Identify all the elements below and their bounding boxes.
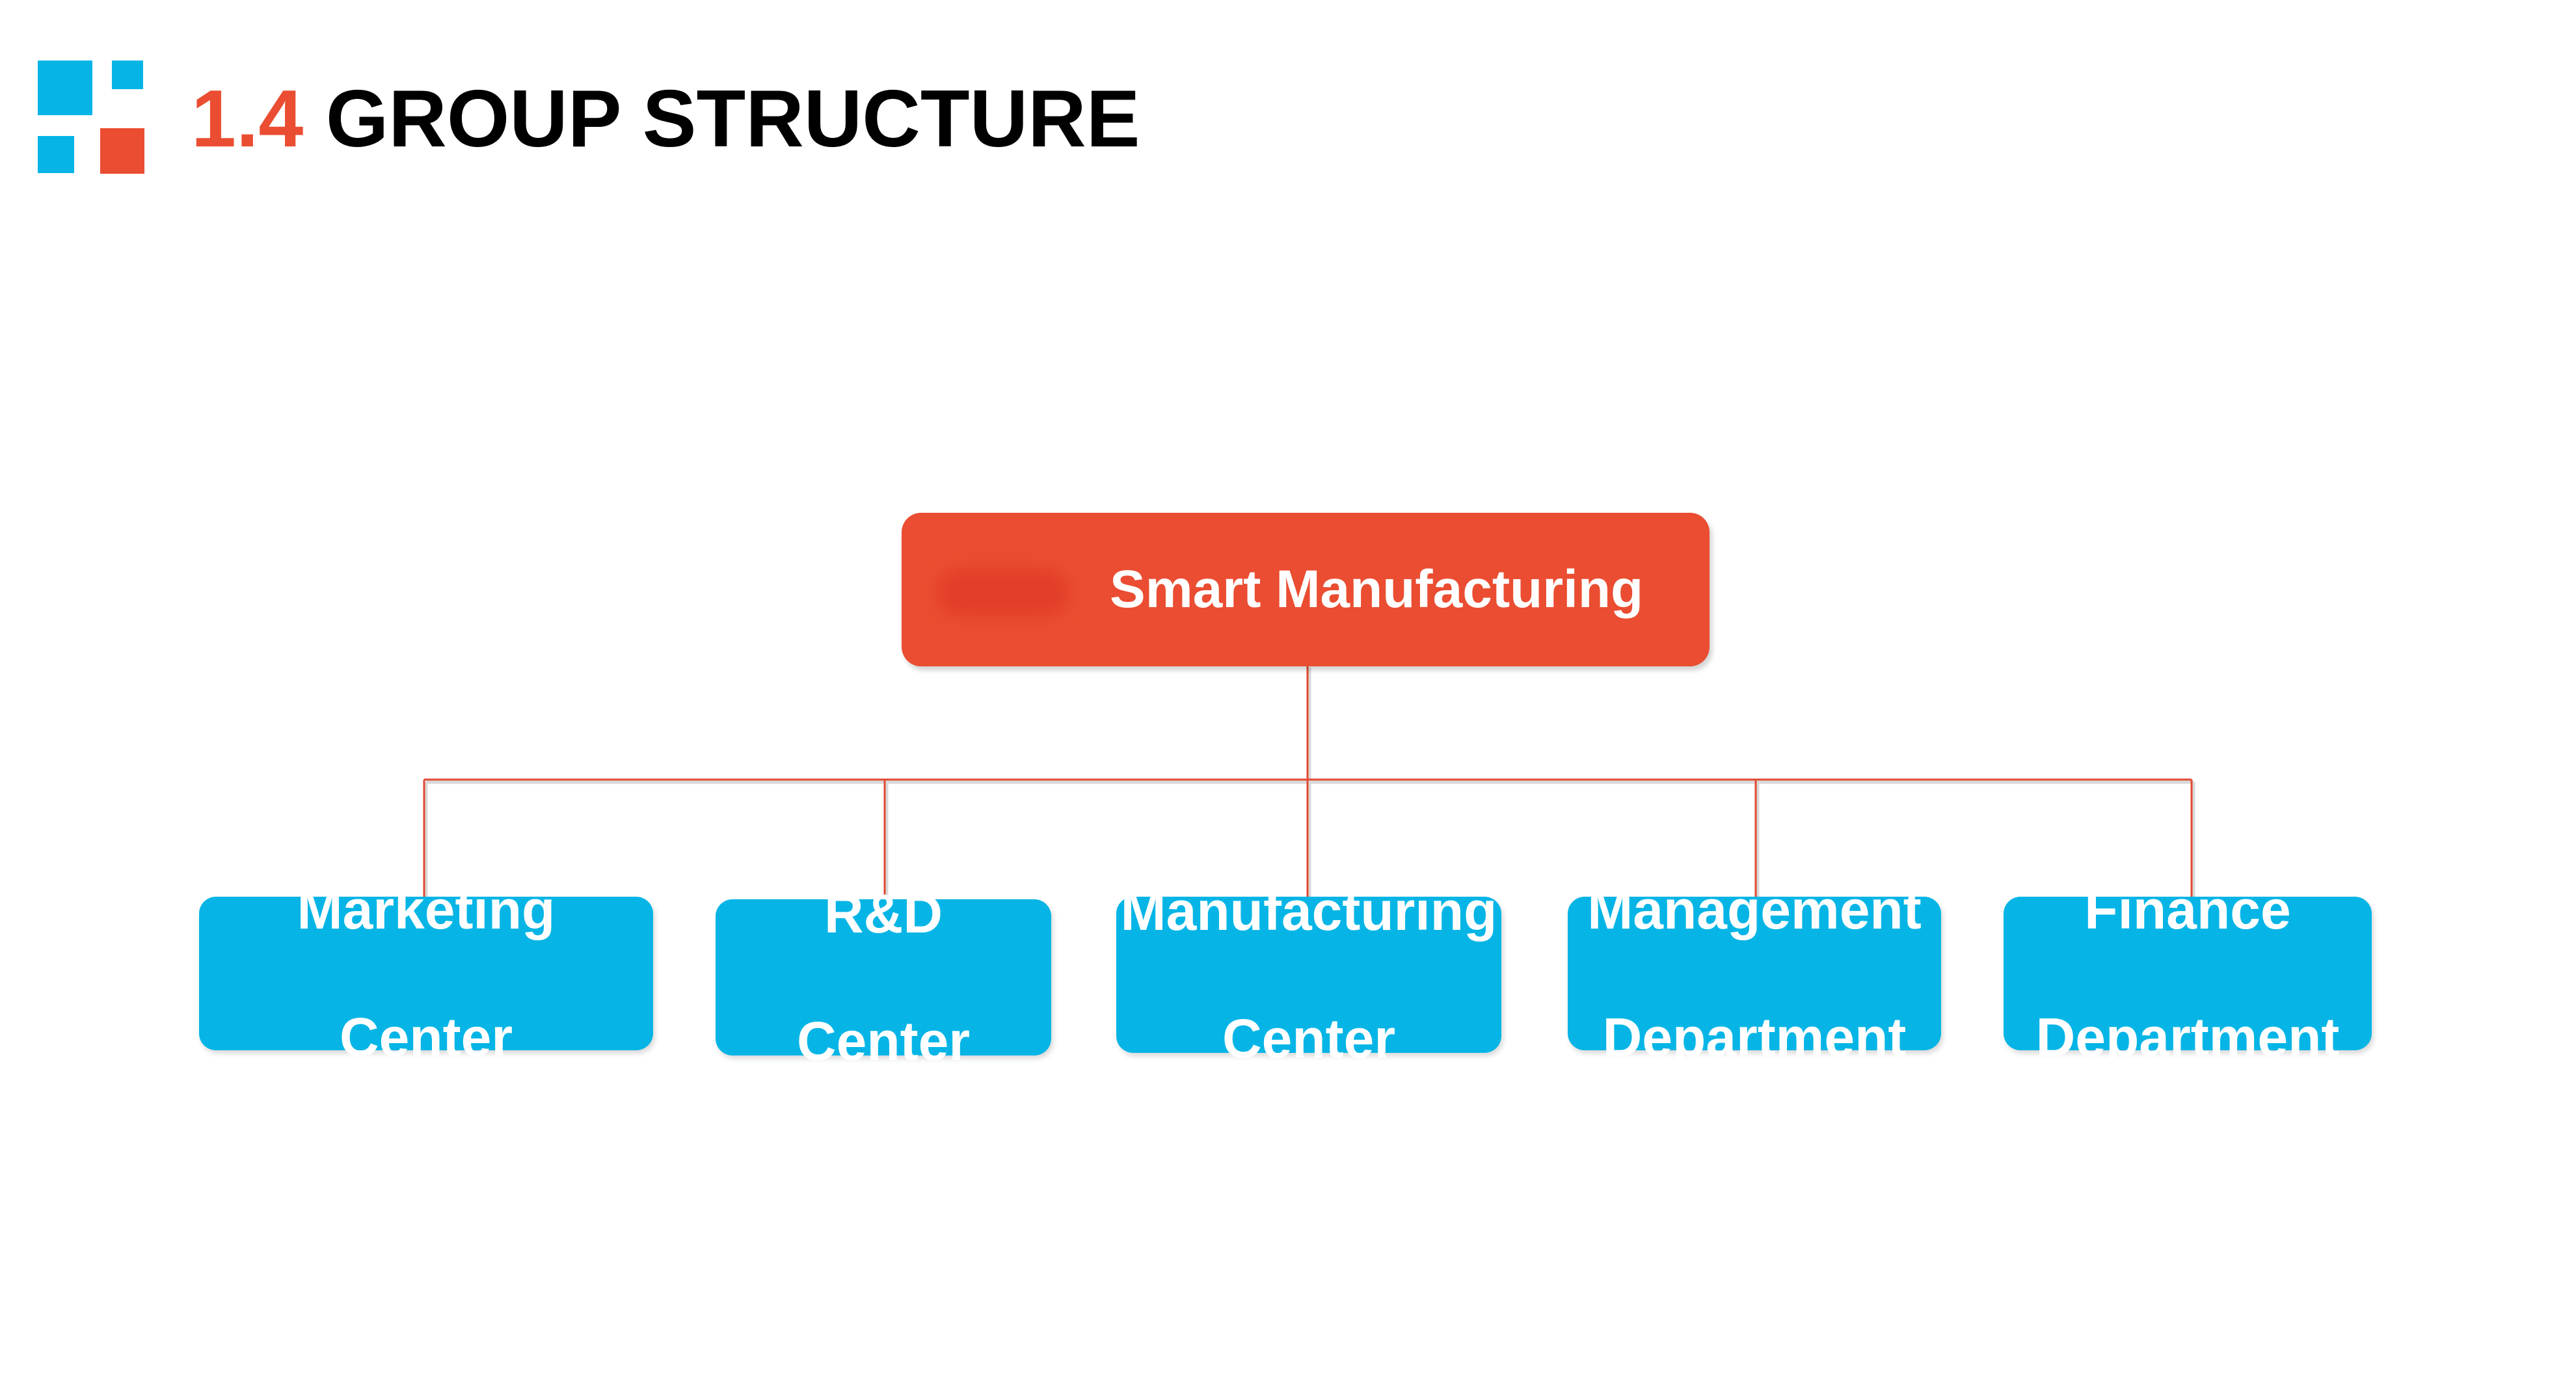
org-node-label-line2: Center xyxy=(339,1007,513,1068)
org-node-root: Smart Manufacturing xyxy=(902,513,1710,666)
org-node-label-line2: Department xyxy=(2035,1007,2340,1068)
org-node-root-label: Smart Manufacturing xyxy=(1110,560,1644,619)
org-node-rd-center: R&D Center xyxy=(716,883,1051,1072)
blurred-logo xyxy=(938,570,1068,616)
logo-icon xyxy=(38,61,144,174)
org-node-label-line2: Department xyxy=(1602,1007,1907,1068)
org-node-label-line2: Center xyxy=(1222,1008,1396,1069)
org-node-label-line2: Center xyxy=(796,1011,971,1072)
section-title: GROUP STRUCTURE xyxy=(325,74,1140,164)
org-node-label-line1: Management xyxy=(1587,879,1922,940)
section-number: 1.4 xyxy=(191,74,304,164)
logo-square-blue-small xyxy=(112,61,143,89)
org-node-marketing-center: Marketing Center xyxy=(199,879,653,1068)
org-node-manufacturing-center: Manufacturing Center xyxy=(1116,880,1501,1069)
logo-square-blue-bottom xyxy=(38,136,74,173)
org-node-management-department: Management Department xyxy=(1568,879,1941,1068)
logo-square-blue-large xyxy=(38,61,92,115)
org-node-label-line1: Finance xyxy=(2084,879,2291,940)
org-node-finance-department: Finance Department xyxy=(2004,879,2372,1068)
page-title: 1.4 GROUP STRUCTURE xyxy=(191,70,1140,168)
org-node-label-line1: Manufacturing xyxy=(1120,880,1497,942)
logo-square-red xyxy=(100,128,144,174)
org-node-label-line1: R&D xyxy=(824,883,943,944)
org-node-label-line1: Marketing xyxy=(297,879,556,940)
